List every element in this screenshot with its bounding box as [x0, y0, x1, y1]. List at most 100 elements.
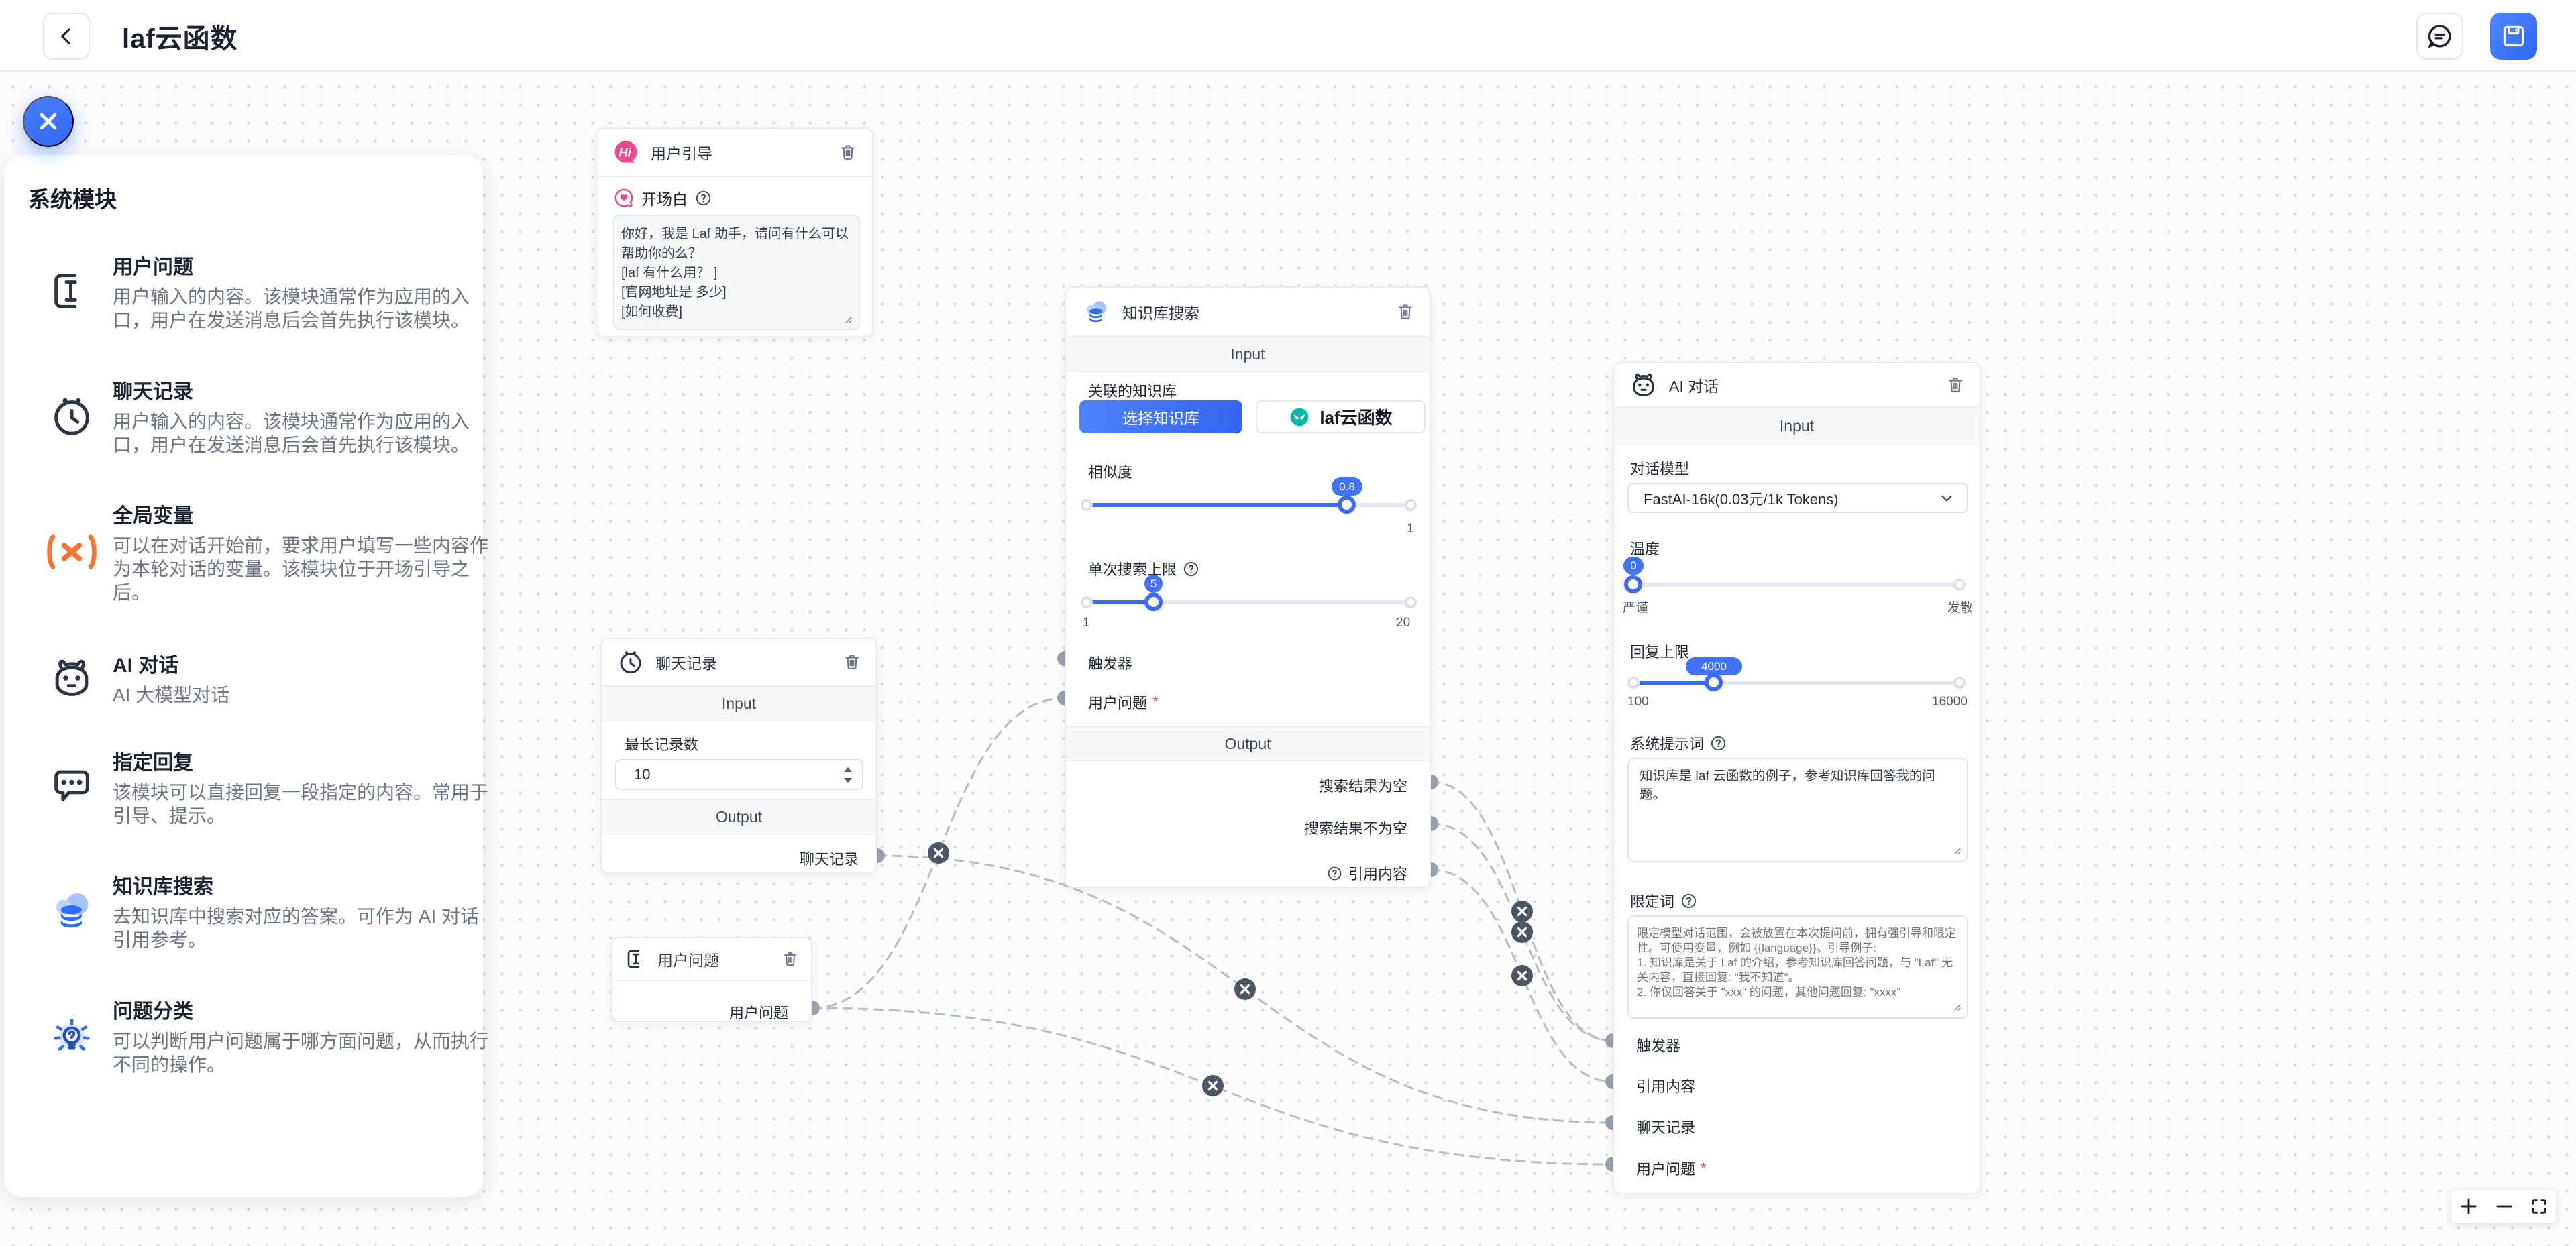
edge-badges — [928, 842, 1533, 1096]
reply-min-label: 100 — [1627, 695, 1649, 709]
similarity-slider-thumb[interactable] — [1338, 496, 1356, 514]
node-chat-history[interactable]: 聊天记录 Input 最长记录数 Output 聊天记录 — [600, 638, 877, 874]
node-title: AI 对话 — [1669, 378, 1719, 395]
trash-icon[interactable] — [1396, 302, 1415, 321]
question-circle-icon[interactable] — [1182, 560, 1200, 578]
output-section-header: Output — [602, 799, 876, 834]
module-title: 指定回复 — [113, 752, 193, 774]
welcome-heart-icon — [614, 188, 633, 207]
svg-text:Hi: Hi — [619, 145, 631, 159]
limit-words-textarea[interactable] — [1627, 915, 1968, 1019]
similarity-label: 相似度 — [1088, 464, 1133, 481]
module-desc: 用户输入的内容。该模块通常作为应用的入口，用户在发送消息后会首先执行该模块。 — [113, 411, 470, 455]
edge-question-to-ai[interactable] — [811, 1007, 1614, 1166]
node-title: 用户引导 — [651, 145, 712, 162]
output-user-question: 用户问题 — [729, 1005, 788, 1021]
fullscreen-icon[interactable] — [2530, 1197, 2548, 1216]
resize-grip-icon[interactable] — [1951, 1001, 1962, 1012]
flow-canvas[interactable]: 系统模块 用户问题 用户输入的内容。该模块通常作为应用的入口，用户在发送消息后会… — [0, 72, 2576, 1246]
zoom-in-icon[interactable] — [2459, 1196, 2479, 1216]
zoom-toolbar — [2451, 1190, 2556, 1223]
max-records-label: 最长记录数 — [625, 736, 699, 753]
trash-icon[interactable] — [1946, 376, 1965, 394]
node-title: 用户问题 — [657, 952, 719, 969]
max-records-value[interactable] — [616, 766, 862, 783]
input-chat-history: 聊天记录 — [1636, 1119, 1696, 1136]
search-limit-label: 单次搜索上限 — [1088, 558, 1200, 579]
module-item-question-classify[interactable]: 问题分类 可以判断用户问题属于哪方面问题，从而执行不同的操作。 — [4, 995, 488, 1076]
kb-database-icon — [1087, 300, 1106, 322]
similarity-max-label: 1 — [1407, 522, 1414, 536]
zoom-out-icon[interactable] — [2494, 1196, 2514, 1216]
text-cursor-icon — [627, 950, 640, 968]
reply-limit-value-bubble: 4000 — [1686, 657, 1742, 675]
output-search-empty: 搜索结果为空 — [1318, 778, 1407, 795]
edge-history-to-ai[interactable] — [876, 854, 1614, 1124]
disconnect-edge-button[interactable] — [1234, 978, 1256, 1000]
node-user-guide[interactable]: Hi 用户引导 开场白 你好，我是 Laf 助手，请问有什么可以帮助你的么？ [… — [596, 127, 873, 337]
input-section-header: Input — [602, 686, 876, 721]
module-title: 聊天记录 — [113, 381, 193, 403]
module-item-fixed-reply[interactable]: 指定回复 该模块可以直接回复一段指定的内容。常用于引导、提示。 — [4, 746, 488, 828]
reply-limit-slider-thumb[interactable] — [1705, 673, 1723, 691]
module-item-chat-history[interactable]: 聊天记录 用户输入的内容。该模块通常作为应用的入口，用户在发送消息后会首先执行该… — [4, 375, 483, 457]
question-circle-icon[interactable] — [1326, 865, 1343, 882]
input-section-header: Input — [1614, 408, 1980, 444]
resize-grip-icon[interactable] — [842, 313, 853, 325]
temperature-slider-thumb[interactable] — [1624, 575, 1642, 593]
text-cursor-icon — [4, 268, 113, 315]
robot-icon — [1633, 373, 1654, 396]
node-ai-chat[interactable]: AI 对话 Input 对话模型 FastAI-16k(0.03元/1k Tok… — [1613, 362, 1981, 1194]
stepper-up-icon[interactable] — [843, 767, 853, 773]
trash-icon[interactable] — [782, 950, 799, 968]
node-kb-search[interactable]: 知识库搜索 Input 关联的知识库 选择知识库 laf云函数 相似度 0.8 — [1065, 286, 1431, 888]
robot-icon — [4, 655, 113, 701]
node-user-question[interactable]: 用户问题 用户问题 — [611, 937, 812, 1022]
temperature-label: 温度 — [1630, 541, 1660, 557]
disconnect-edge-button[interactable] — [1202, 1075, 1224, 1096]
edge-kb-notempty-to-ai-trigger[interactable] — [1430, 822, 1614, 1042]
reply-bubble-icon — [4, 763, 113, 810]
kb-tag-laf[interactable]: laf云函数 — [1256, 400, 1426, 433]
disconnect-edge-button[interactable] — [1511, 921, 1533, 943]
trash-icon[interactable] — [843, 653, 861, 671]
chevron-down-icon — [1941, 495, 1952, 502]
edge-kb-empty-to-ai-trigger[interactable] — [1430, 781, 1614, 1042]
node-title: 聊天记录 — [655, 655, 717, 672]
select-kb-button[interactable]: 选择知识库 — [1079, 400, 1242, 433]
save-button[interactable] — [2490, 13, 2537, 60]
close-module-panel-button[interactable] — [23, 96, 74, 147]
question-circle-icon[interactable] — [1709, 734, 1727, 752]
system-prompt-label: 系统提示词 — [1630, 732, 1727, 754]
resize-grip-icon[interactable] — [1951, 844, 1962, 856]
model-value: FastAI-16k(0.03元/1k Tokens) — [1644, 490, 1839, 508]
question-circle-icon[interactable] — [1680, 892, 1698, 910]
chat-test-button[interactable] — [2416, 13, 2463, 60]
disconnect-edge-button[interactable] — [1511, 965, 1533, 986]
back-button[interactable] — [43, 13, 90, 60]
module-item-kb-search[interactable]: 知识库搜索 去知识库中搜索对应的答案。可作为 AI 对话引用参考。 — [4, 870, 483, 952]
system-module-panel: 系统模块 用户问题 用户输入的内容。该模块通常作为应用的入口，用户在发送消息后会… — [4, 155, 488, 1197]
laf-logo-icon — [1290, 408, 1309, 426]
model-select[interactable]: FastAI-16k(0.03元/1k Tokens) — [1627, 483, 1968, 513]
module-item-ai-chat[interactable]: AI 对话 AI 大模型对话 — [4, 648, 483, 707]
limit-words-label: 限定词 — [1630, 890, 1698, 911]
edge-question-to-kb[interactable] — [811, 697, 1066, 1009]
welcome-label: 开场白 — [641, 190, 688, 208]
number-stepper[interactable] — [843, 760, 853, 789]
disconnect-edge-button[interactable] — [1511, 901, 1533, 922]
kb-database-icon — [4, 885, 113, 936]
search-limit-slider-thumb[interactable] — [1144, 593, 1163, 611]
search-limit-max-label: 20 — [1396, 616, 1411, 630]
welcome-textarea[interactable]: 你好，我是 Laf 助手，请问有什么可以帮助你的么？ [laf 有什么用？ ] … — [613, 215, 860, 330]
module-item-global-variable[interactable]: 全局变量 可以在对话开始前，要求用户填写一些内容作为本轮对话的变量。该模块位于开… — [4, 499, 488, 604]
trash-icon[interactable] — [839, 143, 857, 162]
system-prompt-textarea[interactable]: 知识库是 laf 云函数的例子，参考知识库回答我的问题。 — [1627, 758, 1968, 862]
input-user-question: 用户问题* — [1636, 1159, 1707, 1178]
max-records-input[interactable] — [615, 759, 863, 790]
disconnect-edge-button[interactable] — [928, 842, 949, 864]
question-circle-icon[interactable] — [694, 189, 712, 207]
similarity-value-bubble: 0.8 — [1332, 477, 1362, 496]
module-item-user-question[interactable]: 用户问题 用户输入的内容。该模块通常作为应用的入口，用户在发送消息后会首先执行该… — [4, 250, 483, 332]
stepper-down-icon[interactable] — [843, 777, 853, 783]
